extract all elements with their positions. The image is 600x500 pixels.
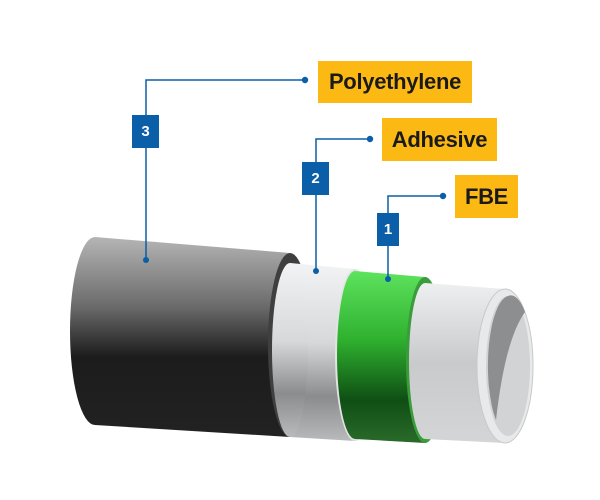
label-polyethylene: Polyethylene bbox=[318, 61, 472, 103]
badge-3: 3 bbox=[132, 115, 159, 148]
leader-lines bbox=[145, 79, 443, 279]
label-adhesive: Adhesive bbox=[382, 118, 497, 161]
badge-2: 2 bbox=[302, 162, 329, 195]
steel-pipe bbox=[409, 283, 534, 444]
label-fbe: FBE bbox=[455, 175, 518, 218]
leader-dots bbox=[143, 76, 447, 282]
badge-1: 1 bbox=[377, 213, 399, 246]
